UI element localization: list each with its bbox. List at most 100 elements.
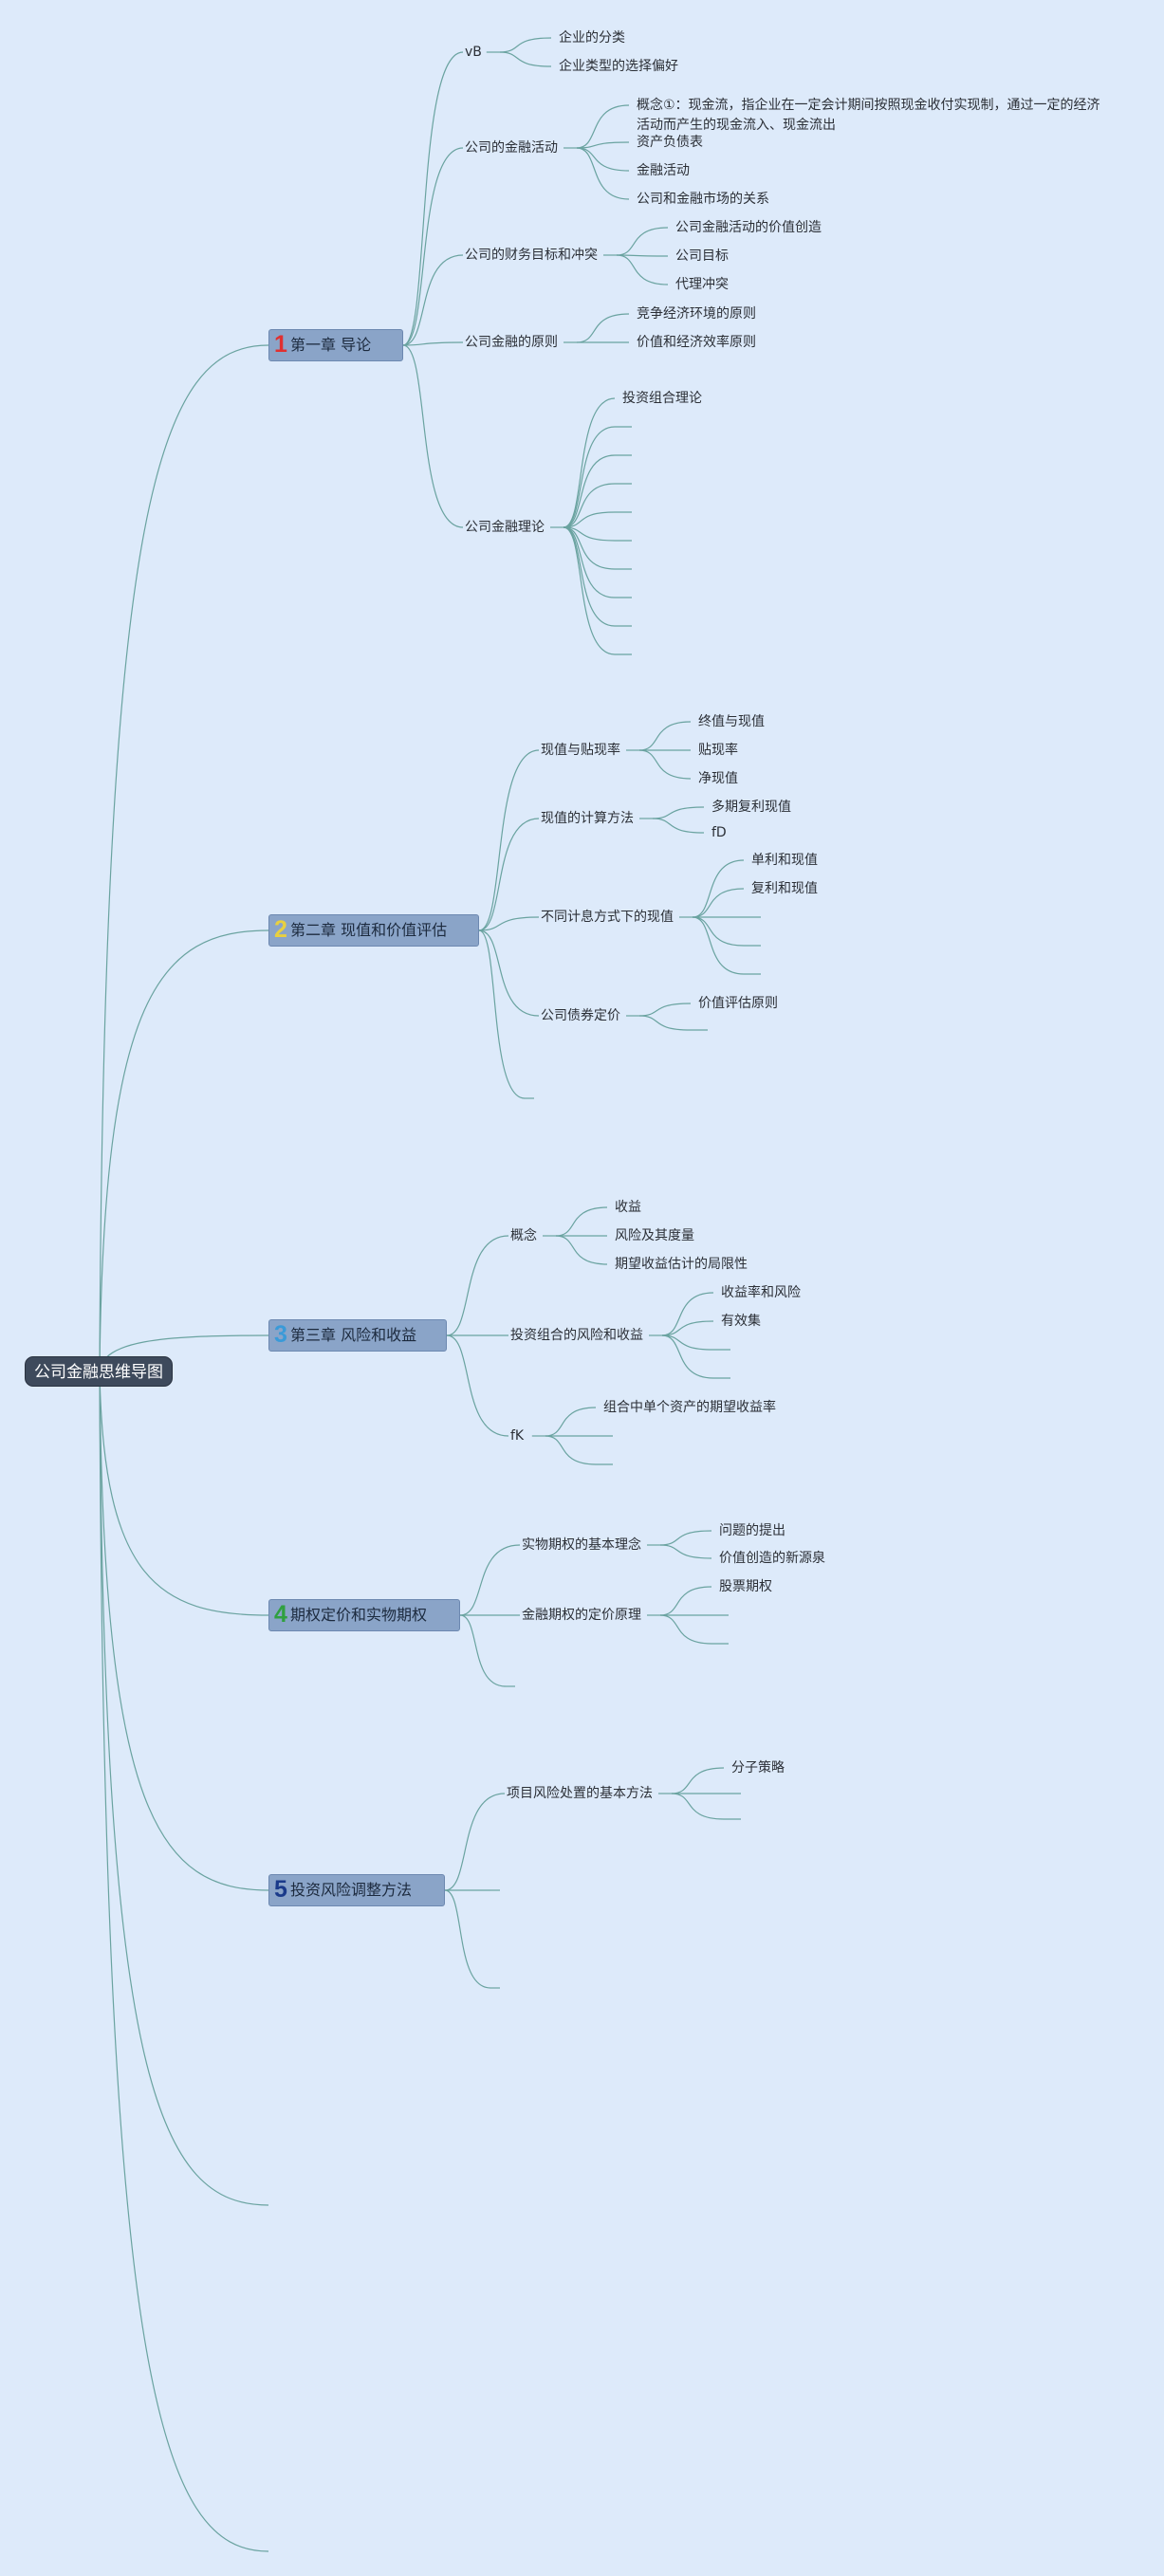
leaf-1-2-3[interactable]: 金融活动	[637, 163, 690, 178]
topic-2-2-link-item-2	[652, 818, 705, 834]
topic-1-5-link-item-5	[563, 511, 616, 528]
topic-1-3[interactable]: 公司的财务目标和冲突	[465, 248, 598, 263]
topic-1-5-link-item-1	[563, 397, 616, 528]
topic-1-1-link-item-2	[499, 51, 552, 67]
chapter-1-link-topic-4	[402, 341, 464, 346]
topic-3-1[interactable]: 概念	[510, 1228, 537, 1243]
topic-3-1-link-item-3	[555, 1235, 608, 1265]
leaf-1-2-2[interactable]: 资产负债表	[637, 135, 703, 150]
topic-3-2-link-item-1	[661, 1292, 714, 1336]
chapter-2-link-topic-3	[478, 916, 540, 931]
topic-2-3-link-item-5	[692, 916, 745, 975]
leaf-4-1-2[interactable]: 价值创造的新源泉	[719, 1551, 825, 1566]
topic-2-4-link-item-1	[638, 1003, 692, 1017]
topic-2-4[interactable]: 公司债券定价	[541, 1008, 620, 1023]
leaf-1-2-4[interactable]: 公司和金融市场的关系	[637, 192, 769, 207]
topic-2-1[interactable]: 现值与贴现率	[541, 743, 620, 758]
leaf-3-1-1[interactable]: 收益	[615, 1200, 641, 1215]
chapter-2-link-topic-4	[478, 929, 540, 1017]
topic-2-1-link-item-1	[638, 721, 692, 751]
leaf-1-3-3[interactable]: 代理冲突	[675, 277, 729, 292]
topic-1-5-link-item-3	[563, 454, 616, 528]
topic-1-5-link-item-2	[563, 426, 616, 528]
topic-1-5[interactable]: 公司金融理论	[465, 520, 545, 535]
topic-1-2-link-item-2	[576, 141, 630, 149]
leaf-3-1-3[interactable]: 期望收益估计的局限性	[615, 1257, 748, 1272]
leaf-1-3-1[interactable]: 公司金融活动的价值创造	[675, 220, 822, 235]
leaf-2-3-2[interactable]: 复利和现值	[751, 881, 818, 896]
topic-4-2-link-item-1	[659, 1586, 712, 1616]
topic-3-3[interactable]: fK	[510, 1428, 525, 1444]
topic-1-1-link-item-1	[499, 37, 552, 53]
root-node[interactable]: 公司金融思维导图	[25, 1356, 173, 1387]
topic-4-1-link-item-2	[659, 1544, 712, 1559]
leaf-4-1-1[interactable]: 问题的提出	[719, 1523, 785, 1538]
chapter-2-link-topic-2	[478, 818, 540, 931]
leaf-1-5-1[interactable]: 投资组合理论	[622, 391, 702, 406]
topic-4-2-link-item-3	[659, 1614, 712, 1645]
topic-3-3-link-item-3	[545, 1435, 597, 1465]
topic-2-3[interactable]: 不同计息方式下的现值	[541, 910, 674, 925]
topic-1-3-link-item-1	[616, 227, 669, 256]
leaf-5-1-1[interactable]: 分子策略	[731, 1760, 785, 1776]
topic-1-1[interactable]: vB	[465, 45, 482, 60]
chapter-1-link-topic-2	[402, 147, 464, 346]
chapter-1-link-topic-5	[402, 344, 464, 528]
topic-4-1-link-item-1	[659, 1530, 712, 1546]
leaf-1-4-2[interactable]: 价值和经济效率原则	[637, 335, 756, 350]
topic-3-2-link-item-3	[661, 1334, 714, 1351]
leaf-3-2-1[interactable]: 收益率和风险	[721, 1285, 801, 1300]
topic-1-2[interactable]: 公司的金融活动	[465, 140, 558, 156]
chapter-label: 第三章 风险和收益	[290, 1326, 417, 1344]
topic-1-5-link-item-4	[563, 483, 616, 528]
topic-4-2[interactable]: 金融期权的定价原理	[522, 1608, 641, 1623]
leaf-2-1-3[interactable]: 净现值	[698, 771, 738, 786]
topic-2-1-link-item-3	[638, 749, 692, 780]
topic-3-3-link-item-1	[545, 1407, 597, 1437]
leaf-1-4-1[interactable]: 竞争经济环境的原则	[637, 306, 756, 322]
leaf-3-1-2[interactable]: 风险及其度量	[615, 1228, 694, 1243]
leaf-2-3-1[interactable]: 单利和现值	[751, 853, 818, 868]
topic-2-2[interactable]: 现值的计算方法	[541, 811, 634, 826]
topic-5-1[interactable]: 项目风险处置的基本方法	[507, 1786, 653, 1801]
chapter-number-badge: 5	[274, 1876, 287, 1903]
topic-3-2[interactable]: 投资组合的风险和收益	[510, 1328, 643, 1343]
topic-1-5-link-item-6	[563, 526, 616, 542]
topic-4-1[interactable]: 实物期权的基本理念	[522, 1537, 641, 1553]
topic-2-4-link-item-2	[638, 1015, 692, 1031]
root-link-chapter-4	[99, 1371, 269, 1616]
leaf-1-1-1[interactable]: 企业的分类	[559, 30, 625, 46]
leaf-2-2-1[interactable]: 多期复利现值	[711, 800, 791, 815]
leaf-2-1-1[interactable]: 终值与现值	[698, 714, 765, 729]
leaf-2-4-1[interactable]: 价值评估原则	[698, 996, 778, 1011]
leaf-2-2-2[interactable]: fD	[711, 825, 727, 840]
leaf-1-3-2[interactable]: 公司目标	[675, 248, 729, 264]
chapter-2-link-topic-1	[478, 749, 540, 931]
leaf-4-2-1[interactable]: 股票期权	[719, 1579, 772, 1594]
topic-1-3-link-item-2	[616, 254, 669, 257]
chapter-number-badge: 2	[274, 916, 287, 943]
chapter-5-link-topic-1	[444, 1793, 506, 1891]
leaf-3-2-2[interactable]: 有效集	[721, 1314, 761, 1329]
chapter-label: 第二章 现值和价值评估	[290, 921, 448, 939]
leaf-1-1-2[interactable]: 企业类型的选择偏好	[559, 59, 678, 74]
leaf-1-2-1[interactable]: 概念①：现金流，指企业在一定会计期间按照现金收付实现制，通过一定的经济活动而产生…	[637, 98, 1100, 133]
topic-1-5-link-item-10	[563, 526, 616, 655]
chapter-label: 第一章 导论	[290, 336, 372, 354]
root-link-empty-1	[99, 1371, 269, 2206]
root-link-chapter-1	[99, 344, 269, 1372]
root-link-empty-2	[99, 1371, 269, 2552]
chapter-3-link-topic-3	[446, 1334, 509, 1437]
leaf-3-3-1[interactable]: 组合中单个资产的期望收益率	[603, 1400, 776, 1415]
leaf-2-1-2[interactable]: 贴现率	[698, 743, 738, 758]
chapter-2-link-topic-5	[478, 929, 526, 1099]
chapter-4-link-topic-3	[459, 1614, 507, 1687]
chapter-label: 投资风险调整方法	[290, 1881, 413, 1899]
topic-1-4[interactable]: 公司金融的原则	[465, 335, 558, 350]
topic-1-5-link-item-9	[563, 526, 616, 627]
